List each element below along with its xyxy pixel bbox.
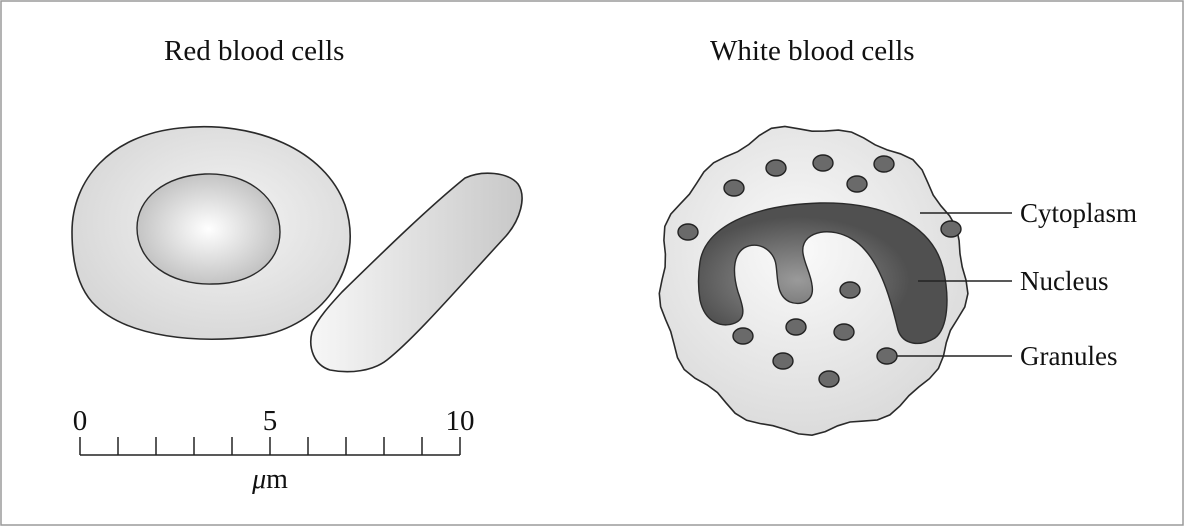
white-blood-cells-title: White blood cells xyxy=(710,35,915,67)
red-blood-cells-title: Red blood cells xyxy=(164,35,344,67)
granule xyxy=(840,282,860,298)
scale-tick-label-0: 0 xyxy=(73,405,88,437)
granule xyxy=(941,221,961,237)
granule xyxy=(813,155,833,171)
granule xyxy=(877,348,897,364)
scale-unit-label: μm xyxy=(251,464,288,495)
granule xyxy=(766,160,786,176)
granule xyxy=(678,224,698,240)
unit-prefix: μ xyxy=(251,464,266,495)
rbc-central-pallor xyxy=(137,174,280,284)
scale-bar xyxy=(80,437,460,455)
nucleus-label: Nucleus xyxy=(1020,266,1108,296)
granule xyxy=(773,353,793,369)
cytoplasm-label: Cytoplasm xyxy=(1020,198,1137,228)
granule xyxy=(834,324,854,340)
scale-tick-label-10: 10 xyxy=(446,405,475,437)
granule xyxy=(724,180,744,196)
granule xyxy=(847,176,867,192)
scale-tick-label-5: 5 xyxy=(263,405,278,437)
granule xyxy=(819,371,839,387)
granule xyxy=(874,156,894,172)
red-blood-cell-face xyxy=(72,127,350,339)
unit-suffix: m xyxy=(266,464,288,495)
granule xyxy=(786,319,806,335)
granules-label: Granules xyxy=(1020,341,1117,371)
granule xyxy=(733,328,753,344)
